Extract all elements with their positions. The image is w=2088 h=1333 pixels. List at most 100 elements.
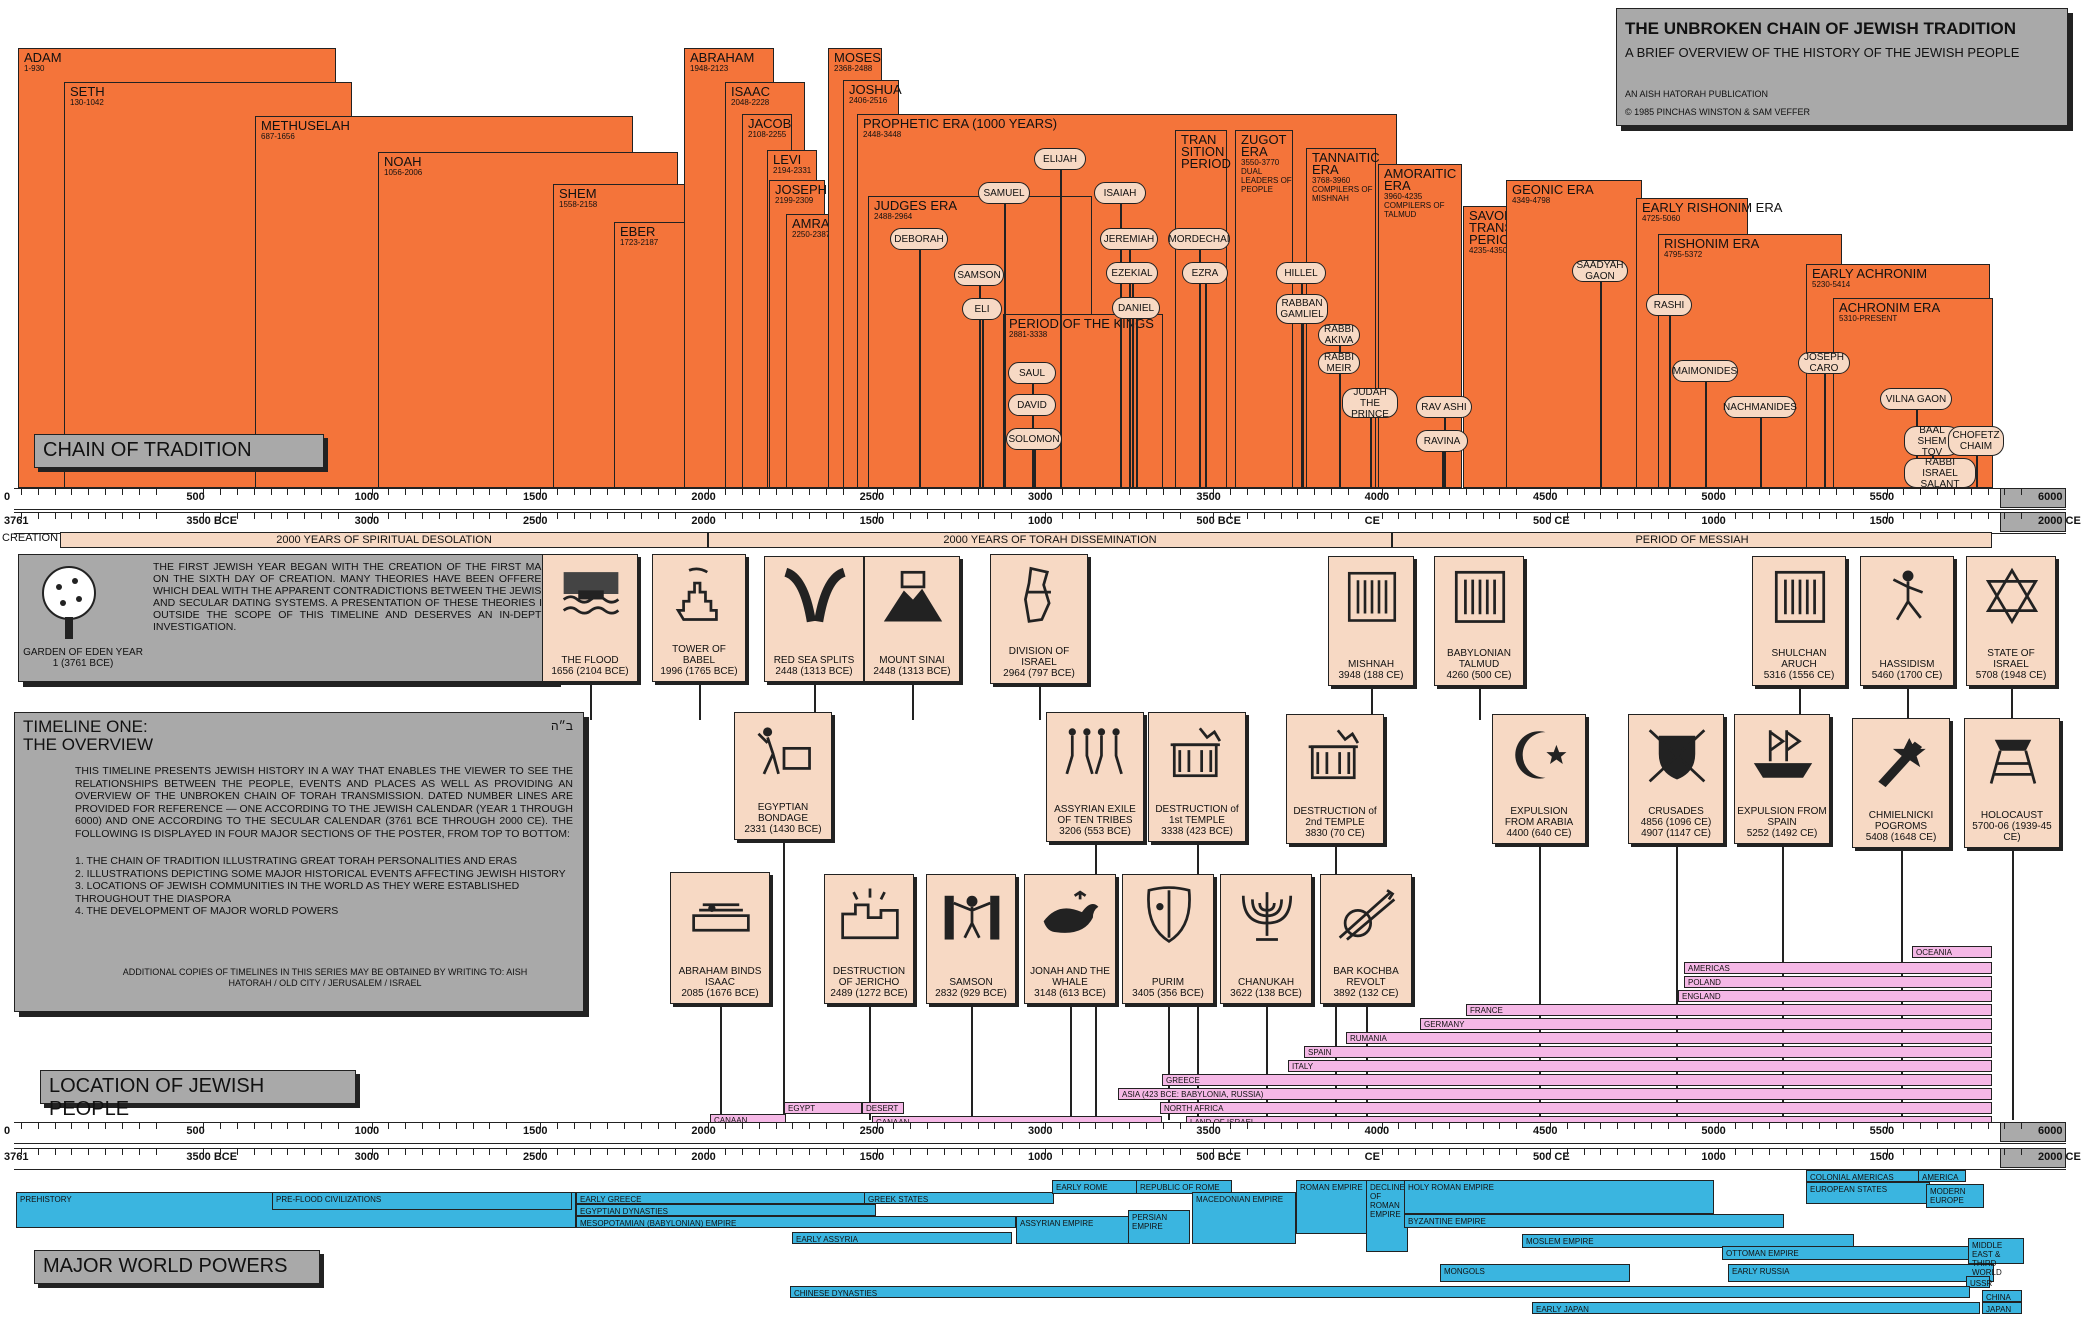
- event-title: RED SEA SPLITS: [773, 655, 855, 666]
- minor-tick: [1465, 1123, 1467, 1129]
- minor-tick: [1751, 489, 1753, 495]
- minor-tick: [1970, 1123, 1972, 1129]
- person-pill: RABBI AKIVA: [1318, 324, 1360, 346]
- minor-tick: [1145, 489, 1147, 495]
- minor-tick: [1078, 1123, 1080, 1129]
- person-connector: [1442, 452, 1444, 488]
- event-date: 3892 (132 CE): [1333, 988, 1399, 999]
- minor-tick: [287, 513, 289, 519]
- minor-tick: [1314, 513, 1316, 519]
- location-bar: GREECE: [1162, 1074, 1992, 1086]
- minor-tick: [1549, 1123, 1551, 1129]
- era-name: ACHRONIM ERA: [1839, 300, 1941, 315]
- map-icon: [1024, 566, 1051, 623]
- minor-tick: [1617, 1149, 1619, 1155]
- minor-tick: [506, 1149, 508, 1155]
- person-connector: [982, 320, 984, 488]
- event-title: SAMSON: [949, 977, 993, 988]
- crescent-icon: [1515, 731, 1567, 779]
- power-bar: EARLY GREECE: [576, 1192, 876, 1204]
- minor-tick: [1836, 489, 1837, 495]
- minor-tick: [1448, 489, 1450, 495]
- book-icon: [1774, 570, 1826, 623]
- jewish-number-line-bottom: [14, 1122, 2066, 1144]
- event-title: THE FLOOD: [561, 655, 619, 666]
- minor-tick: [1667, 1149, 1669, 1155]
- minor-tick: [1549, 489, 1551, 495]
- minor-tick: [876, 1123, 878, 1129]
- minor-tick: [105, 1123, 106, 1129]
- minor-tick: [422, 513, 423, 519]
- minor-tick: [1331, 513, 1332, 519]
- person-pill: RABBAN GAMLIEL: [1276, 294, 1328, 324]
- minor-tick: [1280, 1149, 1282, 1155]
- person-connector: [1302, 324, 1304, 488]
- minor-tick: [270, 489, 272, 495]
- person-connector: [1976, 456, 1978, 488]
- overview-body: THIS TIMELINE PRESENTS JEWISH HISTORY IN…: [75, 765, 573, 840]
- minor-tick: [1751, 1123, 1753, 1129]
- person-pill: JEREMIAH: [1100, 228, 1158, 250]
- minor-tick: [1903, 513, 1905, 519]
- minor-tick: [1852, 489, 1854, 495]
- tick-label: 1000: [1701, 1151, 1726, 1163]
- minor-tick: [927, 513, 928, 519]
- minor-tick: [1112, 1123, 1114, 1129]
- minor-tick: [741, 489, 743, 495]
- event-title: TOWER OF BABEL: [672, 644, 726, 666]
- era-years: 2368-2488: [834, 64, 873, 73]
- event-connector: [971, 1004, 973, 1120]
- arrows-icon: [1338, 889, 1396, 941]
- minor-tick: [775, 513, 777, 519]
- minor-tick: [1650, 489, 1652, 495]
- minor-tick: [1768, 1123, 1770, 1129]
- messiah-period: PERIOD OF MESSIAH: [1392, 532, 1992, 548]
- minor-tick: [607, 513, 609, 519]
- minor-tick: [203, 513, 205, 519]
- minor-tick: [556, 513, 558, 519]
- minor-tick: [1768, 489, 1770, 495]
- minor-tick: [927, 1123, 928, 1129]
- era-years: 2488-2964: [874, 212, 913, 221]
- minor-tick: [472, 1149, 474, 1155]
- minor-tick: [88, 489, 90, 495]
- era-name: RISHONIM ERA: [1664, 236, 1760, 251]
- minor-tick: [1246, 1123, 1248, 1129]
- minor-tick: [1819, 1149, 1821, 1155]
- minor-tick: [220, 489, 221, 495]
- minor-tick: [977, 1149, 979, 1155]
- minor-tick: [1684, 489, 1686, 495]
- tick-label: 3000: [1028, 491, 1053, 503]
- watchtower-icon: [1989, 739, 2037, 784]
- person-pill: NACHMANIDES: [1723, 396, 1797, 418]
- minor-tick: [607, 489, 609, 495]
- event-date: 2489 (1272 BCE): [830, 988, 908, 999]
- minor-tick: [20, 1123, 22, 1129]
- era-name: TANNAITIC ERA: [1312, 150, 1380, 177]
- minor-tick: [138, 1123, 140, 1129]
- minor-tick: [1179, 1149, 1181, 1155]
- tick-label: 1500: [859, 515, 885, 527]
- event-date: 3206 (553 BCE): [1059, 826, 1131, 837]
- era-name: SETH: [70, 84, 105, 99]
- minor-tick: [1617, 489, 1619, 495]
- minor-tick: [1432, 513, 1433, 519]
- power-bar: EARLY RUSSIA: [1728, 1264, 1994, 1282]
- minor-tick: [792, 489, 794, 495]
- era-name: ZUGOT ERA: [1241, 132, 1287, 159]
- overview-item: 3. LOCATIONS OF JEWISH COMMUNITIES IN TH…: [75, 880, 520, 905]
- event-title: BAR KOCHBA REVOLT: [1333, 966, 1399, 988]
- minor-tick: [994, 1149, 996, 1155]
- minor-tick: [1718, 1123, 1720, 1129]
- minor-tick: [506, 513, 508, 519]
- event-date: 1996 (1765 BCE): [660, 666, 738, 677]
